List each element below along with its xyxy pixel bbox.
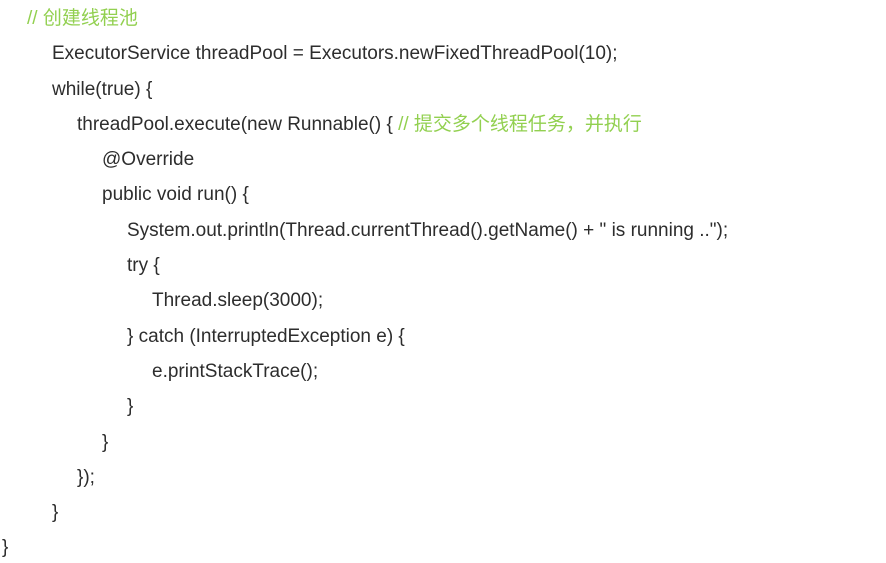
code-line: }); — [0, 460, 886, 495]
code-line: public void run() { — [0, 177, 886, 212]
code-text: Thread.sleep(3000); — [152, 290, 324, 312]
code-line: threadPool.execute(new Runnable() { // 提… — [0, 107, 886, 142]
code-text: e.printStackTrace(); — [152, 360, 319, 382]
code-text: } — [52, 502, 59, 524]
code-line: e.printStackTrace(); — [0, 354, 886, 389]
code-line: } catch (InterruptedException e) { — [0, 319, 886, 354]
code-text: threadPool.execute(new Runnable() { — [77, 113, 399, 135]
code-text: }); — [77, 466, 95, 488]
code-text: System.out.println(Thread.currentThread(… — [127, 219, 729, 241]
code-line: while(true) { — [0, 72, 886, 107]
code-line: // 创建线程池 — [0, 1, 886, 36]
code-text: ExecutorService threadPool = Executors.n… — [52, 43, 618, 65]
code-line: ExecutorService threadPool = Executors.n… — [0, 36, 886, 71]
code-text: while(true) { — [52, 78, 153, 100]
code-line: } — [0, 389, 886, 424]
code-line: } — [0, 495, 886, 530]
code-line: @Override — [0, 142, 886, 177]
code-line: System.out.println(Thread.currentThread(… — [0, 213, 886, 248]
code-text: } — [2, 537, 9, 559]
code-text: } — [127, 396, 134, 418]
code-line: } — [0, 425, 886, 460]
code-text: } catch (InterruptedException e) { — [127, 325, 405, 347]
code-text: try { — [127, 255, 160, 277]
code-line: Thread.sleep(3000); — [0, 283, 886, 318]
code-text: public void run() { — [102, 184, 249, 206]
code-text: } — [102, 431, 109, 453]
comment-text: // 提交多个线程任务，并执行 — [398, 113, 642, 135]
code-line: try { — [0, 248, 886, 283]
code-text: @Override — [102, 149, 195, 171]
code-line: } — [0, 530, 886, 563]
comment-text: // 创建线程池 — [27, 8, 138, 29]
